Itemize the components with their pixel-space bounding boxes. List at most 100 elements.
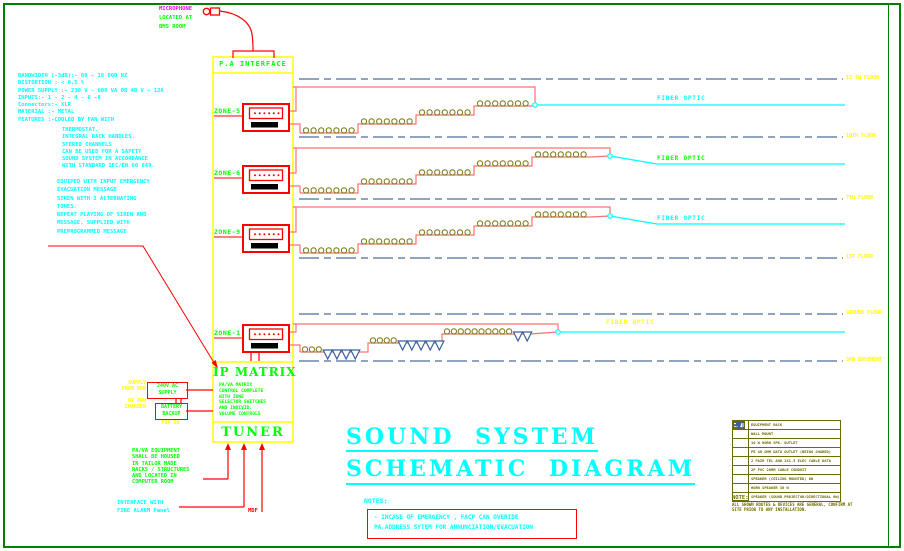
battery-duration-note: FOR 2H	[161, 420, 180, 426]
ceiling-speaker-icon	[360, 118, 368, 125]
legend-row: SPEAKER (SOUND PROJECTOR/DIRECTIONAL 6W)	[733, 421, 840, 501]
floor-label: 1ST FLOOR	[846, 254, 874, 260]
ceiling-speaker-icon	[565, 211, 572, 218]
fiber-optic-label: FIBER OPTIC	[657, 215, 706, 222]
ceiling-speaker-icon	[302, 127, 310, 134]
ceiling-speaker-icon	[340, 187, 348, 194]
legend-text: 2P PVC 20MM CABLE CONDUIT	[751, 467, 807, 472]
ceiling-speaker-icon	[514, 160, 522, 167]
ceiling-speaker-icon	[418, 169, 426, 176]
legend-note-heading: NOTE:	[732, 495, 749, 501]
note-line: PA ADDRESS SYTEM FOR ANNUNCIATION/EVACUA…	[374, 524, 533, 531]
ceiling-speaker-icon	[456, 229, 464, 236]
legend-text: WALL MOUNT	[751, 431, 774, 436]
spec-line: MESSAGE. SUPPLIED WITH	[57, 220, 130, 227]
horn-speaker-icon	[349, 349, 361, 361]
ceiling-speaker-icon	[550, 151, 557, 158]
ceiling-speaker-icon	[383, 337, 390, 344]
note-line: FROM MDB	[121, 385, 146, 392]
ceiling-speaker-icon	[522, 160, 529, 167]
ceiling-speaker-icon	[550, 211, 557, 218]
horn-speaker-icon	[512, 331, 524, 343]
ceiling-speaker-icon	[464, 109, 471, 116]
ceiling-speaker-icon	[418, 109, 426, 116]
ceiling-speaker-icon	[580, 211, 587, 218]
ceiling-speaker-icon	[360, 178, 368, 185]
note-line: CHARGER	[124, 403, 146, 410]
ceiling-speaker-icon	[368, 178, 375, 185]
ceiling-speaker-icon	[376, 337, 384, 344]
ceiling-speaker-icon	[426, 229, 433, 236]
zone-group: FIBER OPTIC	[214, 147, 845, 194]
ceiling-speaker-icon	[348, 187, 355, 194]
ceiling-speaker-icon	[301, 346, 309, 353]
ceiling-speaker-icon	[369, 337, 377, 344]
ceiling-speaker-icon	[484, 160, 491, 167]
ceiling-speaker-icon	[485, 328, 492, 335]
ceiling-speaker-icon	[398, 238, 406, 245]
spec-line: WITH STANDARD IEC/EN 60 849.	[62, 163, 155, 170]
spec-line: POWER SUPPLY :- 230 V - 600 VA OR 48 V -…	[18, 87, 164, 94]
ceiling-speaker-icon	[325, 127, 332, 134]
fiber-node	[555, 329, 561, 335]
data-outlet-icon	[733, 421, 749, 456]
ceiling-speaker-icon	[507, 160, 514, 167]
horn-speaker-icon	[521, 331, 533, 343]
horn-speaker-icon	[340, 349, 352, 361]
ceiling-speaker-icon	[376, 238, 383, 245]
ceiling-speaker-icon	[580, 151, 587, 158]
ceiling-speaker-icon	[333, 187, 340, 194]
spec-line: BANDWIDTH (-3dB):- 60 - 18 000 HZ	[18, 73, 128, 79]
microphone-cable	[219, 10, 254, 52]
equipment-note-line: PA/VA EQUIPMENT	[132, 448, 180, 454]
ceiling-speaker-icon	[310, 187, 317, 194]
ceiling-speaker-icon	[333, 127, 340, 134]
leader-arrowhead	[211, 359, 218, 369]
legend-row: SPEAKER (CEILING MOUNTED) 6W	[733, 422, 840, 483]
connection-arrowhead	[259, 443, 265, 450]
ceiling-speaker-icon	[398, 118, 406, 125]
zone-group: FIBER OPTIC	[214, 206, 845, 254]
spec-line: INPUTS:- 1 - 2 - 4 - 6 -8	[18, 94, 101, 101]
legend-note-line: ALL SHOWN ROUTES & DEVICES ARE GENERAL, …	[732, 502, 853, 507]
ceiling-speaker-icon	[310, 247, 317, 254]
ceiling-speaker-icon	[542, 151, 549, 158]
ceiling-speaker-icon	[492, 328, 499, 335]
ceiling-speaker-icon	[499, 220, 506, 227]
legend-text: 2 PAIR TEL AND 2X1.5 ELEC CABLE DATA	[751, 458, 831, 463]
ceiling-speaker-icon	[333, 247, 340, 254]
tuner-label: TUNER	[221, 425, 285, 440]
legend-row: HORN SPEAKER 30 W	[733, 421, 840, 492]
spec-line: STEREO CHANNELS	[62, 141, 112, 148]
horn-speaker-icon	[415, 340, 427, 352]
fiber-optic-label: FIBER OPTIC	[657, 155, 706, 162]
wall-speaker-icon	[733, 421, 749, 438]
ceiling-speaker-icon	[514, 100, 522, 107]
ceiling-speaker-icon	[302, 187, 310, 194]
ac-supply-line: 240V AC	[156, 383, 179, 389]
speaker-feed-line	[293, 323, 559, 332]
fiber-optic-line	[609, 155, 845, 165]
ceiling-speaker-icon	[441, 169, 448, 176]
ceiling-speaker-icon	[325, 247, 332, 254]
ceiling-speaker-icon	[476, 220, 484, 227]
ceiling-speaker-icon	[325, 187, 332, 194]
horn-speaker-icon	[733, 421, 749, 492]
legend-text: 10 W HORN SPK. OUTLET	[751, 440, 798, 445]
spec-line: SIREN WITH 2 ALTERNATING	[57, 195, 137, 202]
ceiling-speaker-icon	[391, 178, 398, 185]
ceiling-speaker-icon	[434, 169, 441, 176]
floor-label: 13 TH FLOOR	[846, 75, 880, 81]
ceiling-speaker-icon	[340, 247, 348, 254]
fiber-node	[607, 213, 613, 219]
ceiling-speaker-icon	[456, 169, 464, 176]
ceiling-speaker-icon	[484, 100, 491, 107]
ip-matrix-description-line: SELECTOR SWITCHES	[219, 400, 267, 406]
